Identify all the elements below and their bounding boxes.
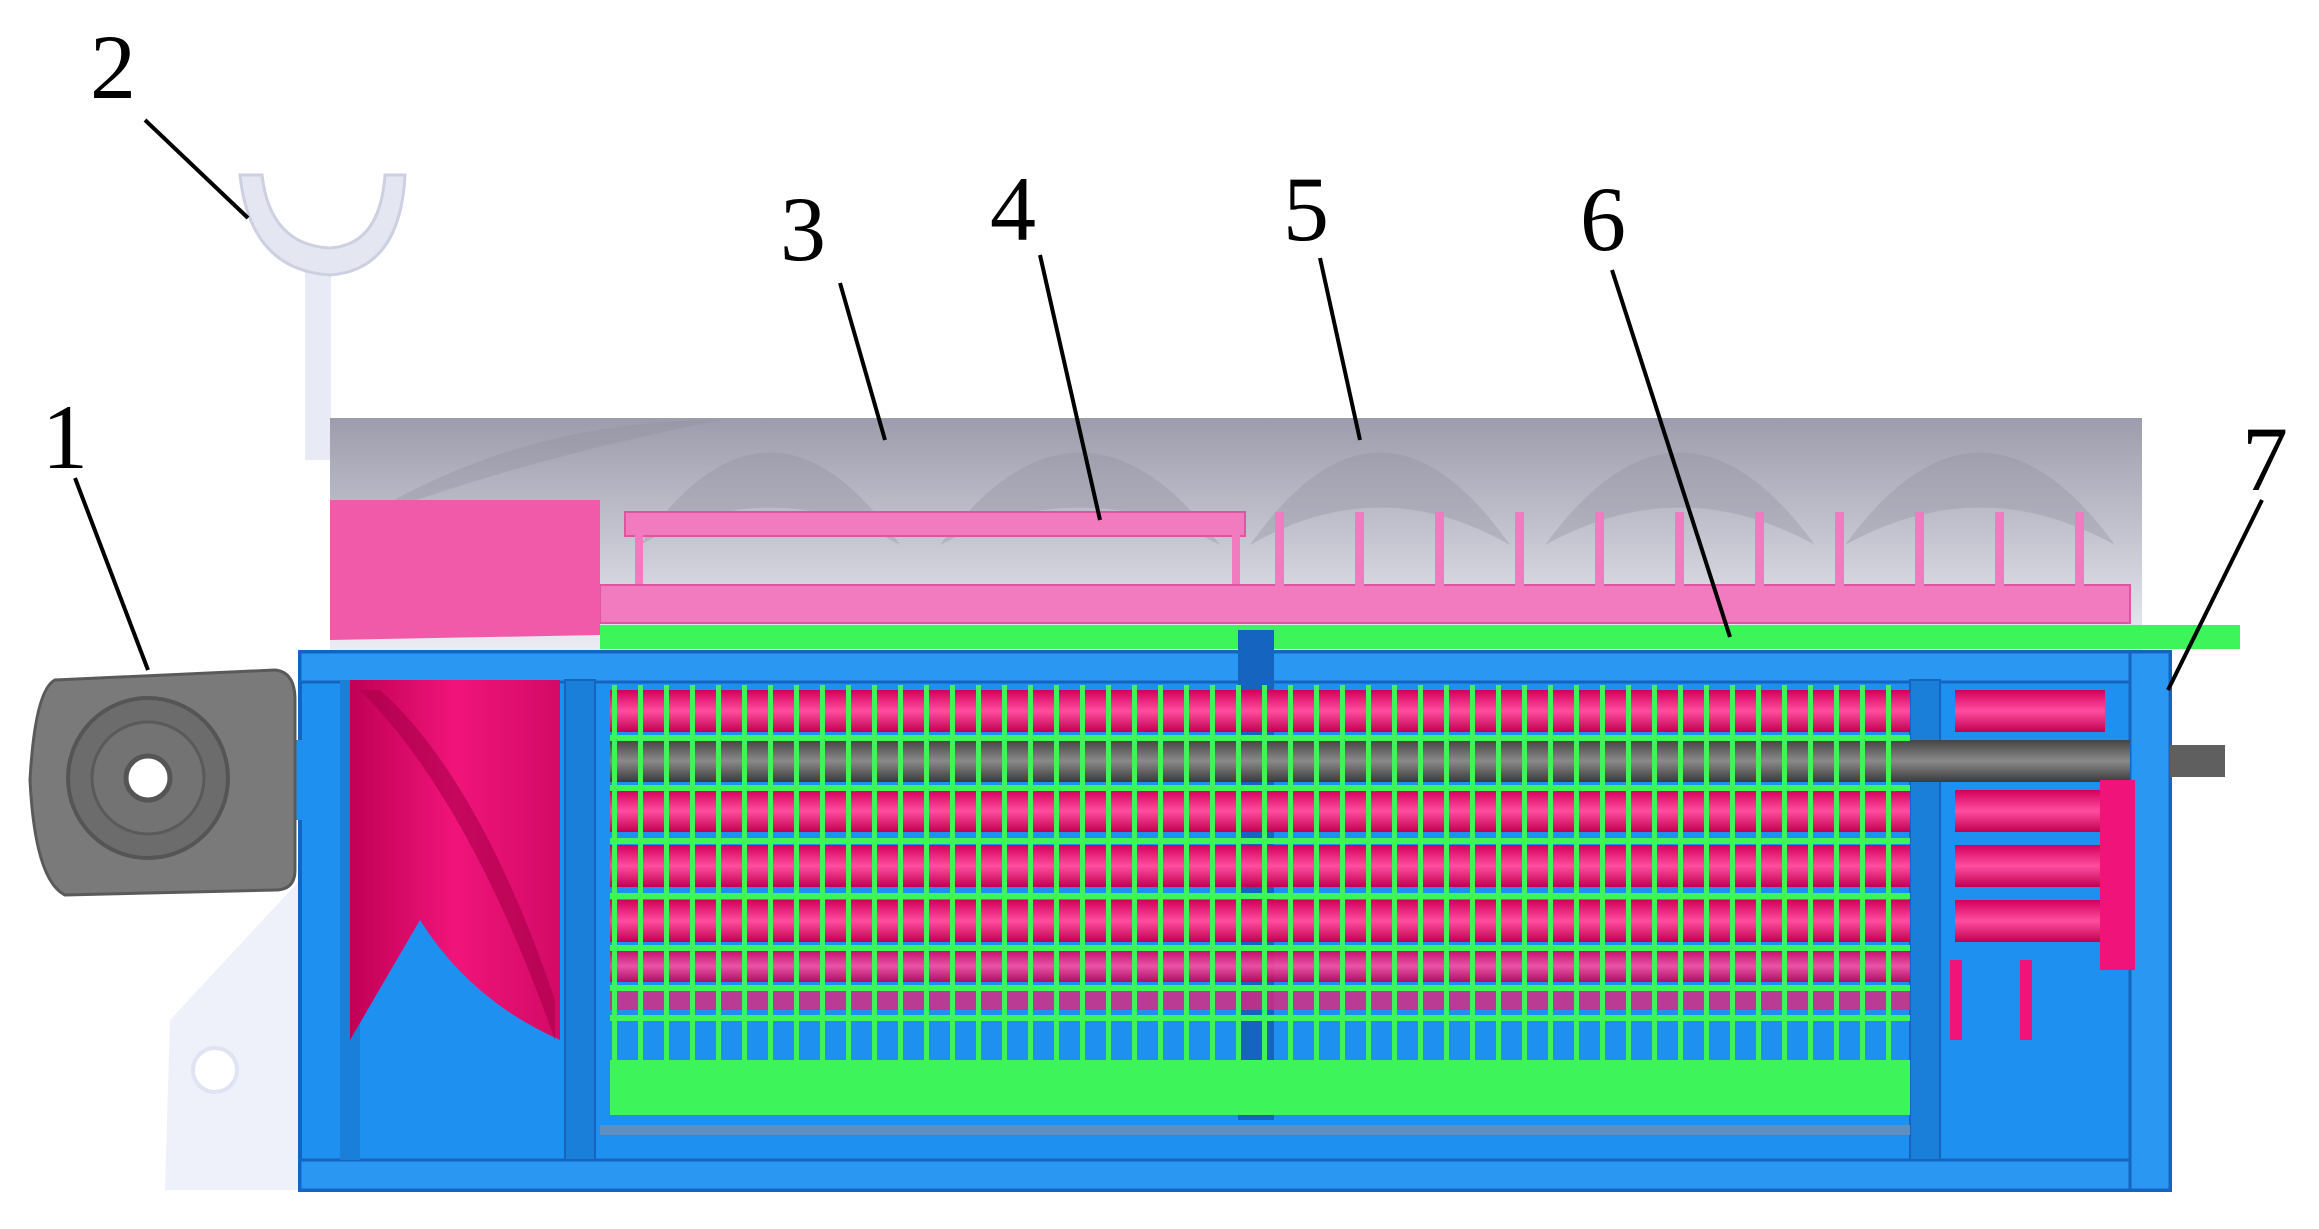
gear-motor-icon xyxy=(28,668,310,897)
leader-lines xyxy=(73,118,2264,691)
callout-7: 7 xyxy=(2242,408,2288,510)
rake-tine xyxy=(1595,512,1604,587)
leader-line-2 xyxy=(143,118,250,220)
callout-labels: 1 2 3 4 5 6 7 xyxy=(42,16,2288,510)
callout-2: 2 xyxy=(90,16,136,118)
sieve-grid xyxy=(610,685,1910,1110)
leader-line-1 xyxy=(73,477,150,671)
lifting-hook-icon xyxy=(238,173,407,460)
callout-4: 4 xyxy=(990,158,1036,260)
rake-tine xyxy=(2075,512,2084,587)
rake-tine xyxy=(1435,512,1444,587)
sieve-top-strip xyxy=(600,625,2240,649)
leader-line-7 xyxy=(2166,499,2264,691)
sieve-rail xyxy=(610,735,1910,741)
leader-line-6 xyxy=(1610,269,1732,638)
sieve-rail xyxy=(610,1015,1910,1021)
mounting-bracket xyxy=(165,880,300,1190)
rake-tine xyxy=(1515,512,1524,587)
sieve-rail xyxy=(610,985,1910,991)
rake-tine xyxy=(1355,512,1364,587)
rake-tine xyxy=(1995,512,2004,587)
leader-line-3 xyxy=(838,282,887,441)
rake-tine xyxy=(1915,512,1924,587)
sieve-rail xyxy=(610,785,1910,791)
rake-tine xyxy=(1835,512,1844,587)
auger-flight-icon xyxy=(360,420,2115,545)
rake-tine xyxy=(1275,512,1284,587)
callout-1: 1 xyxy=(42,386,88,488)
sieve-rail xyxy=(610,945,1910,951)
callout-6: 6 xyxy=(1580,168,1626,270)
rake-tine xyxy=(1755,512,1764,587)
rake-tine xyxy=(1675,512,1684,587)
sieve-bottom xyxy=(610,1060,1910,1115)
inlet-auger xyxy=(330,500,600,1040)
sieve-rail xyxy=(610,838,1910,844)
leader-line-4 xyxy=(1038,254,1102,521)
callout-3: 3 xyxy=(780,178,826,280)
sieve-rail xyxy=(610,893,1910,899)
callout-5: 5 xyxy=(1283,158,1329,260)
leader-line-5 xyxy=(1318,257,1362,441)
upper-auger-rod xyxy=(599,511,2131,624)
